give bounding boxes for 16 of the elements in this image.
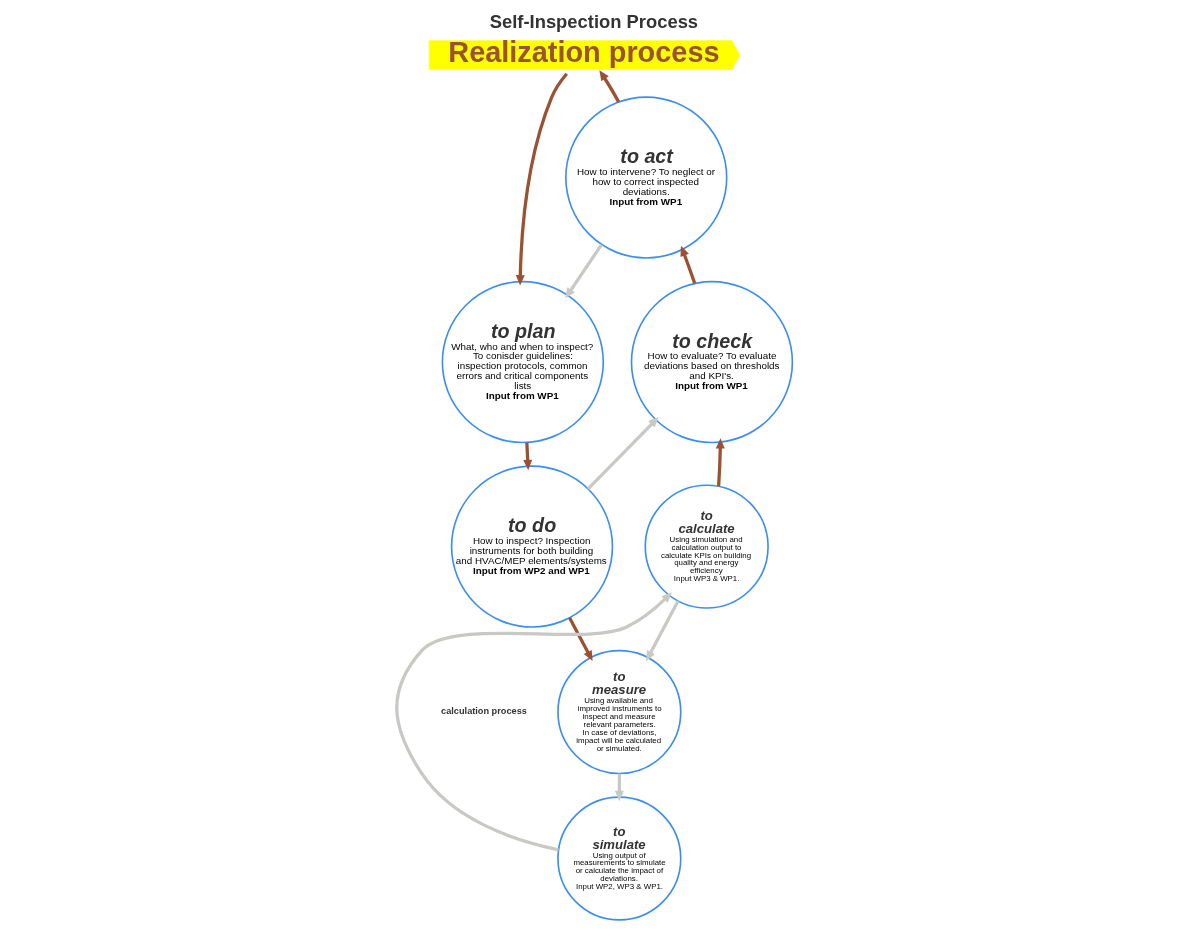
arrow — [394, 592, 672, 852]
arrow — [522, 442, 532, 471]
arrow — [679, 245, 696, 284]
node-circle: to plan What, who and when to inspect? To conisder guidelines: inspection protocols, common errors and critical components lists Input from WP1 — [441, 280, 604, 444]
node-circle: to do How to inspect? Inspection instruments for both building and HVAC/MEP elements/systems Input from WP2 and WP1 — [450, 465, 613, 628]
arrow — [598, 70, 620, 103]
arrow — [645, 600, 680, 662]
arrow — [564, 243, 603, 299]
label: calculation process — [440, 705, 527, 716]
node-circle: to check How to evaluate? To evaluate deviations based on thresholds and KPI's. Input from WP1 — [630, 280, 793, 444]
arrow — [586, 417, 659, 490]
arrow — [567, 617, 593, 662]
arrow — [515, 72, 568, 286]
arrow — [715, 438, 725, 487]
arrow — [614, 773, 624, 802]
diagram-title: Self-Inspection Process — [489, 10, 698, 32]
